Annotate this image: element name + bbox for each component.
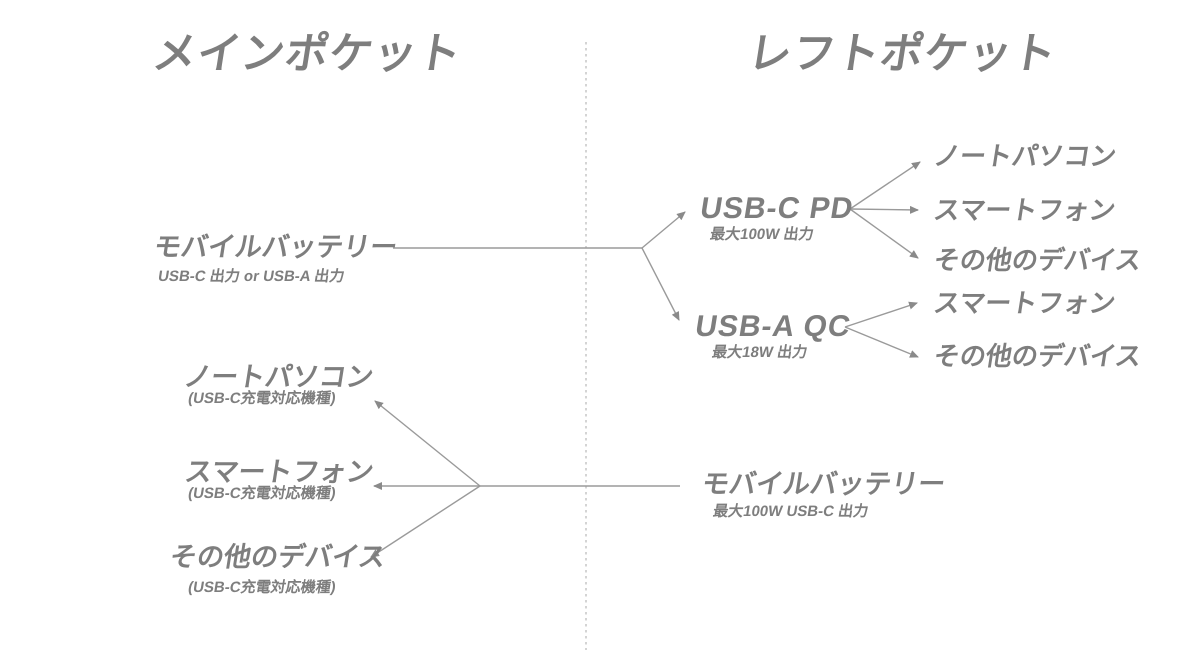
title-main-pocket: メインポケット (149, 30, 466, 78)
node-mobile-battery-right-label: モバイルバッテリー (699, 469, 948, 499)
device-smartphone-label: スマートフォン (182, 457, 376, 487)
arrow-pd-to-smartphone (849, 205, 919, 214)
target-qc-other-devices: その他のデバイス (931, 341, 1144, 371)
node-mobile-battery-left-sub: USB-C 出力 or USB-A 出力 (156, 268, 346, 285)
arrow-to-usb-a-qc (641, 247, 680, 321)
arrow-to-laptop-left (374, 400, 481, 487)
title-left-pocket: レフトポケット (744, 30, 1061, 78)
arrow-to-usb-c-pd (641, 211, 686, 249)
node-usb-a-qc-label: USB-A QC (692, 310, 854, 343)
node-mobile-battery-right-sub: 最大100W USB-C 出力 (711, 503, 870, 520)
arrow-qc-to-smartphone (844, 301, 918, 328)
node-mobile-battery-left-label: モバイルバッテリー (151, 232, 400, 262)
target-pd-other-devices: その他のデバイス (931, 245, 1144, 275)
target-pd-laptop: ノートパソコン (931, 141, 1119, 171)
node-usb-c-pd-sub: 最大100W 出力 (708, 226, 815, 243)
arrow-qc-to-other-devices (844, 326, 919, 358)
device-other-devices-label: その他のデバイス (167, 542, 388, 572)
arrow-pd-to-other-devices (849, 208, 919, 259)
target-pd-smartphone: スマートフォン (931, 195, 1118, 225)
arrows-usb-c-pd-targets (849, 161, 921, 259)
arrow-pd-to-laptop (849, 161, 921, 210)
device-laptop-label: ノートパソコン (181, 362, 376, 392)
target-qc-smartphone: スマートフォン (931, 288, 1118, 318)
device-smartphone-sub: (USB-C充電対応機種) (186, 485, 338, 502)
device-other-devices-sub: (USB-C充電対応機種) (186, 579, 338, 596)
arrows-battery-right-to-devices (370, 400, 680, 558)
arrow-to-other-devices-left (370, 485, 481, 558)
device-laptop-sub: (USB-C充電対応機種) (186, 390, 338, 407)
node-usb-a-qc-sub: 最大18W 出力 (710, 344, 809, 361)
arrows-battery-to-ports (393, 211, 686, 321)
node-usb-c-pd-label: USB-C PD (697, 192, 857, 225)
arrows-usb-a-qc-targets (844, 301, 919, 358)
